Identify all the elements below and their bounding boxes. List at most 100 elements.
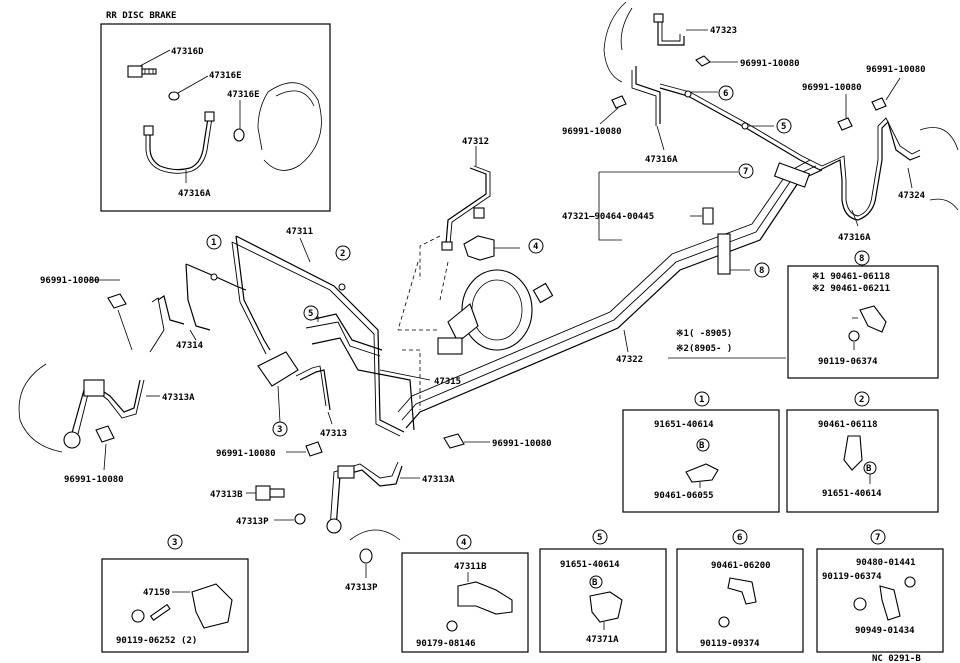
callout-circle-8 xyxy=(754,262,770,278)
callout-circle-2 xyxy=(335,245,351,261)
flexible-hose-icon xyxy=(149,117,209,171)
detail-3-number: 3 xyxy=(172,538,177,548)
master-cylinder-and-booster xyxy=(397,235,554,410)
detail-7: 7 90480-01441 90119-06374 90949-01434 xyxy=(816,529,944,653)
callout-1: 1 xyxy=(211,238,216,248)
detail-1: 1 91651-40614 B 90461-06055 xyxy=(622,391,780,513)
label-47313p-b: 47313P xyxy=(345,583,378,593)
detail-6: 6 90461-06200 90119-09374 xyxy=(676,529,804,653)
rr-disc-brake-title: RR DISC BRAKE xyxy=(106,11,176,21)
callout-circle-4 xyxy=(528,238,544,254)
detail-1-number: 1 xyxy=(699,395,704,405)
center-lower-parts: 96991-10080 96991-10080 47313A 47313B 47… xyxy=(210,433,552,593)
detail-2-mark: B xyxy=(866,464,872,474)
detail-5: 5 91651-40614 B 47371A xyxy=(539,529,667,653)
main-brake-line-47322: 47322 xyxy=(397,159,823,429)
bolt-icon xyxy=(127,65,157,78)
range-note-1: ※1( -8905) xyxy=(676,329,732,339)
detail-7-b: 90119-06374 xyxy=(822,572,882,582)
detail-5-top: 91651-40614 xyxy=(560,560,620,570)
detail-5-mark: B xyxy=(592,578,598,588)
label-96991-tr2: 96991-10080 xyxy=(562,127,622,137)
label-47316e-b: 47316E xyxy=(227,90,260,100)
label-96991-tr3: 96991-10080 xyxy=(802,83,862,93)
label-47322: 47322 xyxy=(616,355,643,365)
label-47316d: 47316D xyxy=(171,47,204,57)
callout-circle-1 xyxy=(206,234,222,250)
label-47316e-a: 47316E xyxy=(209,71,242,81)
label-96991-mid: 96991-10080 xyxy=(492,439,552,449)
detail-7-a: 90480-01441 xyxy=(856,558,916,568)
detail-8-bottom: 90119-06374 xyxy=(818,357,878,367)
47321-bracket-group: 47321—90464-00445 xyxy=(562,171,738,241)
washer-icon xyxy=(168,91,180,101)
label-47313: 47313 xyxy=(320,429,347,439)
detail-2: 2 90461-06118 B 91651-40614 xyxy=(786,391,939,513)
label-47312: 47312 xyxy=(462,137,489,147)
detail-1-top: 91651-40614 xyxy=(654,420,714,430)
range-note-2: ※2(8905- ) xyxy=(676,344,732,354)
callout-circle-5 xyxy=(303,305,319,321)
label-47321-combo: 47321—90464-00445 xyxy=(562,212,654,222)
detail-7-c: 90949-01434 xyxy=(855,626,915,636)
detail-6-bottom: 90119-09374 xyxy=(700,639,760,649)
detail-3: 3 47150 90119-06252 (2) xyxy=(101,534,249,653)
detail-1-mark: B xyxy=(699,441,705,451)
detail-1-bottom: 90461-06055 xyxy=(654,491,714,501)
label-47313b: 47313B xyxy=(210,490,243,500)
range-note: ※1( -8905) ※2(8905- ) xyxy=(668,329,786,359)
callout-circle-7 xyxy=(738,163,754,179)
detail-2-top: 90461-06118 xyxy=(818,420,878,430)
callout-circle-5b xyxy=(776,118,792,134)
label-96991-left-top: 96991-10080 xyxy=(40,276,100,286)
detail-8-l2: ※2 90461-06211 xyxy=(812,284,890,294)
callout-4: 4 xyxy=(533,242,539,252)
callout-5: 5 xyxy=(308,309,313,319)
detail-2-number: 2 xyxy=(859,395,864,405)
left-front-brake-lines: 47311 47314 47313 47315 xyxy=(149,227,461,439)
detail-8-l1: ※1 90461-06118 xyxy=(812,272,890,282)
callout-circle-6 xyxy=(718,85,734,101)
detail-5-number: 5 xyxy=(597,533,602,543)
detail-3-bottom: 90119-06252 (2) xyxy=(116,636,197,646)
detail-5-bottom: 47371A xyxy=(586,635,619,645)
detail-2-bottom: 91651-40614 xyxy=(822,489,882,499)
callout-5b: 5 xyxy=(781,122,786,132)
callout-2: 2 xyxy=(340,249,345,259)
label-47313a-center: 47313A xyxy=(422,475,455,485)
label-47316a-right: 47316A xyxy=(838,233,871,243)
label-47315: 47315 xyxy=(434,377,461,387)
label-96991-left-bottom: 96991-10080 xyxy=(64,475,124,485)
label-47313p-a: 47313P xyxy=(236,517,269,527)
label-47323: 47323 xyxy=(710,26,737,36)
left-front-wheel-lines: 47313A 96991-10080 96991-10080 xyxy=(18,276,195,485)
detail-6-number: 6 xyxy=(737,533,742,543)
label-47313a-left: 47313A xyxy=(162,393,195,403)
rr-disc-brake-box xyxy=(100,23,331,212)
label-47311: 47311 xyxy=(286,227,313,237)
callout-8: 8 xyxy=(759,266,764,276)
47312-pipe-group: 47312 xyxy=(441,137,520,261)
callout-markers: 1 2 3 4 5 6 5 7 8 xyxy=(206,85,792,437)
rr-disc-brake-inset: RR DISC BRAKE 47316D 47316E 47316E 47316… xyxy=(100,11,331,212)
label-96991-tr4: 96991-10080 xyxy=(866,65,926,75)
washer-icon xyxy=(233,128,245,142)
footer-code: NC 0291-B xyxy=(872,654,921,663)
detail-6-top: 90461-06200 xyxy=(711,561,771,571)
detail-7-number: 7 xyxy=(875,533,880,543)
detail-8: 8 ※1 90461-06118 ※2 90461-06211 90119-06… xyxy=(787,250,939,379)
callout-6: 6 xyxy=(723,89,728,99)
label-47324: 47324 xyxy=(898,191,926,201)
label-47314: 47314 xyxy=(176,341,204,351)
front-right-brake-lines: 47323 96991-10080 96991-10080 47316A 969… xyxy=(562,1,959,243)
callout-3: 3 xyxy=(277,425,282,435)
label-96991-tr1: 96991-10080 xyxy=(740,59,800,69)
detail-4-bottom: 90179-08146 xyxy=(416,639,476,649)
callout-7: 7 xyxy=(743,167,748,177)
detail-4-top: 47311B xyxy=(454,562,487,572)
label-96991-center: 96991-10080 xyxy=(216,449,276,459)
label-47316a-inset: 47316A xyxy=(178,189,211,199)
detail-8-number: 8 xyxy=(859,254,864,264)
detail-3-top: 47150 xyxy=(143,588,170,598)
